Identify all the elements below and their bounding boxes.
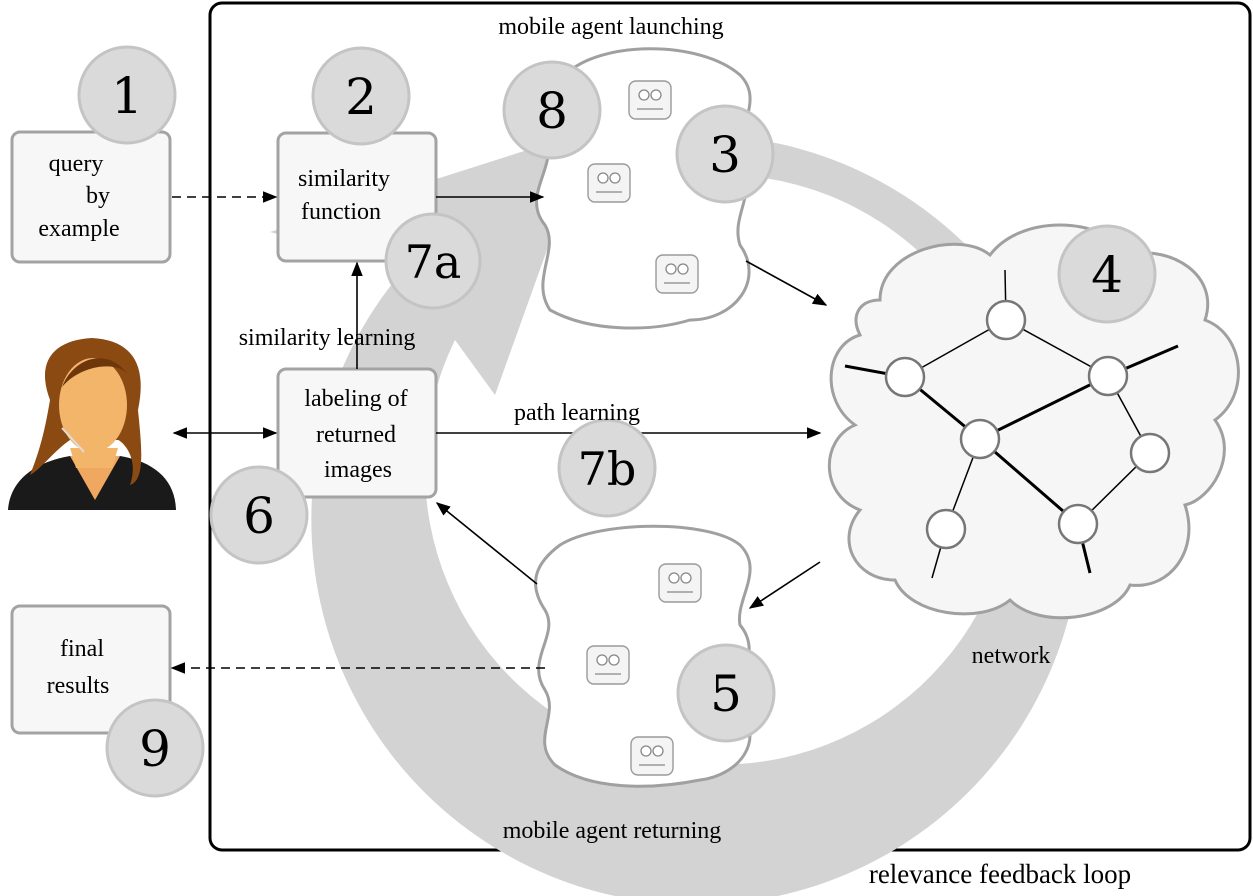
- step-9-label: 9: [139, 720, 171, 778]
- step-6-circle: [209, 465, 309, 565]
- mobile-agent-returning-label: mobile agent returning: [503, 818, 722, 844]
- robot-face-icon: [630, 736, 674, 776]
- step-1-label: 1: [111, 67, 143, 125]
- path-learning-label: path learning: [514, 400, 640, 426]
- network-to-agents-arrow: [748, 561, 821, 609]
- step-6-label: 6: [243, 487, 275, 545]
- agents-to-labeling-arrow: [435, 502, 538, 585]
- feedback-loop-arrow: [270, 130, 1082, 896]
- step-1-circle: [77, 45, 177, 145]
- step-markers: [77, 45, 1157, 798]
- step-4-label: 4: [1091, 246, 1123, 304]
- svg-text:labeling of: labeling of: [304, 386, 407, 412]
- mobile-agent-launching-label: mobile agent launching: [498, 14, 723, 40]
- network-label: network: [972, 643, 1051, 669]
- step-5-label: 5: [710, 665, 742, 723]
- svg-text:returned: returned: [316, 422, 396, 448]
- step-7b-circle: [557, 418, 657, 518]
- user-avatar-icon: [8, 338, 176, 510]
- svg-text:results: results: [47, 673, 110, 699]
- robot-face-icon: [655, 254, 699, 294]
- step-8-circle: [502, 60, 602, 160]
- step-4-circle: [1057, 224, 1157, 324]
- final-results-box: final results: [10, 604, 172, 735]
- step-3-label: 3: [709, 126, 741, 184]
- step-8-label: 8: [536, 82, 568, 140]
- svg-text:images: images: [324, 457, 392, 483]
- step-7b-label: 7b: [578, 442, 637, 496]
- step-7a-label: 7a: [405, 235, 462, 289]
- svg-text:similarity: similarity: [298, 166, 390, 192]
- network-cloud: [827, 223, 1240, 620]
- robot-face-icon: [658, 563, 702, 603]
- example-label: example: [38, 216, 119, 242]
- step-numbers: 1 2 8 3 7a 4 7b 6 5 9: [111, 67, 1123, 778]
- svg-text:function: function: [301, 199, 381, 225]
- step-5-circle: [676, 643, 776, 743]
- robot-face-icon: [586, 645, 630, 685]
- step-3-circle: [675, 104, 775, 204]
- by-label: by: [86, 183, 110, 209]
- step-7a-circle: [384, 212, 482, 310]
- step-2-circle: [311, 46, 411, 146]
- agents-to-network-arrow: [745, 260, 828, 306]
- labeling-returned-images-box: labeling of returned images: [276, 367, 438, 499]
- step-2-label: 2: [345, 68, 377, 126]
- relevance-feedback-loop-label: relevance feedback loop: [869, 859, 1131, 889]
- similarity-learning-label: similarity learning: [239, 325, 416, 351]
- network-nodes: [884, 299, 1171, 550]
- connectors: [170, 191, 828, 674]
- query-label: query: [49, 151, 104, 177]
- step-9-circle: [105, 698, 205, 798]
- robot-face-icon: [628, 80, 672, 120]
- query-by-example-box: query by example: [10, 130, 172, 264]
- svg-text:final: final: [60, 636, 104, 662]
- robot-face-icon: [587, 163, 631, 203]
